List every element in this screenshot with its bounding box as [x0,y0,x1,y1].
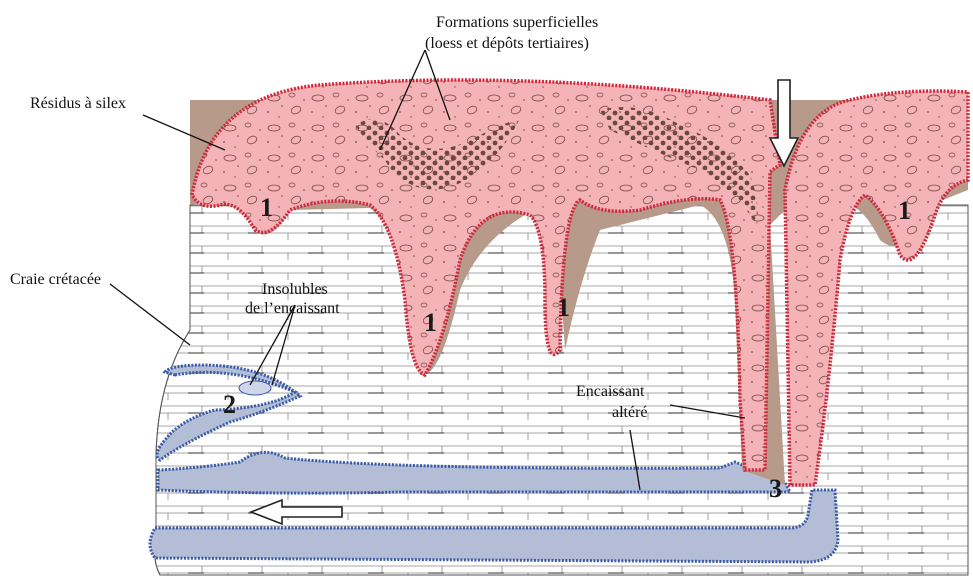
encaissant-label-1: Encaissant [576,382,644,401]
marker-1-d: 1 [898,198,911,224]
formations-label-1: Formations superficielles [436,13,598,32]
insolubles-label-2: de l’encaissant [245,299,340,318]
marker-2: 2 [223,392,236,418]
marker-1-c: 1 [557,295,570,321]
left-arrow-icon [248,498,344,526]
encaissant-label-2: altéré [612,403,648,422]
marker-1-b: 1 [424,310,437,336]
residus-label: Résidus à silex [30,94,126,113]
marker-1-a: 1 [260,195,273,221]
marker-3: 3 [769,476,782,502]
down-arrow-icon [768,78,800,170]
insolubles-label-1: Insolubles [262,280,328,299]
craie-label: Craie crétacée [10,270,101,289]
formations-label-2: (loess et dépôts tertiaires) [425,34,589,53]
